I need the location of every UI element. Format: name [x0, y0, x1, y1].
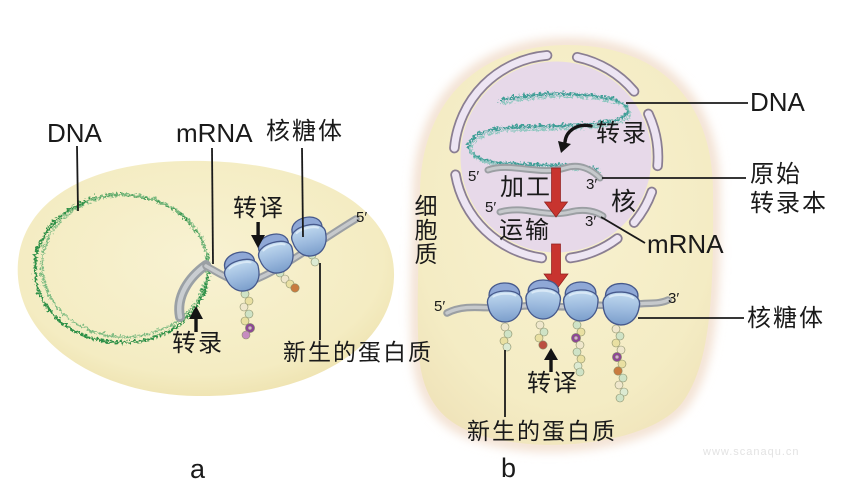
- translation-arrow-b: [544, 348, 558, 372]
- transport-arrow: [543, 243, 569, 291]
- label-transcription-a: 转录: [172, 330, 224, 357]
- label-cytoplasm-b: 细胞质: [411, 194, 437, 266]
- rna-polymerase-site: [174, 260, 211, 322]
- label-transcript-three-prime: 3′: [586, 176, 598, 193]
- mrna-strand-nucleus: [496, 206, 607, 220]
- label-ribosome-a: 核糖体: [266, 118, 344, 145]
- label-ribosome-b: 核糖体: [747, 305, 825, 332]
- primary-transcript-strand: [484, 162, 604, 182]
- label-polysome-three-prime: 3′: [668, 290, 680, 307]
- transcription-arrow: [558, 123, 593, 153]
- caption-b: b: [501, 453, 517, 483]
- label-polysome-five-prime: 5′: [434, 298, 446, 315]
- label-transport-b: 运输: [499, 217, 551, 244]
- processing-arrow: [543, 167, 569, 218]
- label-five-prime-a: 5′: [356, 209, 368, 226]
- arrows-a: [189, 222, 265, 332]
- watermark: www.scanaqu.cn: [703, 446, 800, 458]
- label-mrna-three-prime: 3′: [585, 213, 597, 230]
- label-transcription-b: 转录: [596, 120, 648, 147]
- label-dna-b: DNA: [750, 87, 805, 117]
- label-nascent-protein-a: 新生的蛋白质: [283, 339, 433, 365]
- pointer-lines-b: [504, 102, 748, 417]
- label-primary-transcript-line1: 原始: [750, 161, 802, 188]
- pointer-lines-a: [76, 145, 321, 340]
- protein-chains-b: [499, 320, 629, 403]
- label-mrna-a: mRNA: [176, 118, 253, 148]
- label-translation-b: 转译: [527, 370, 579, 397]
- label-primary-transcript-line2: 转录本: [750, 190, 828, 217]
- nuclear-envelope: [449, 50, 664, 264]
- label-nucleus-b: 核: [611, 188, 639, 216]
- label-nascent-protein-b: 新生的蛋白质: [467, 418, 617, 444]
- caption-a: a: [190, 454, 206, 484]
- label-mrna-five-prime: 5′: [485, 199, 497, 216]
- label-transcript-five-prime: 5′: [468, 168, 480, 185]
- label-processing-b: 加工: [500, 174, 552, 201]
- label-mrna-b: mRNA: [647, 229, 724, 259]
- label-dna-a: DNA: [47, 118, 102, 148]
- label-translation-a: 转译: [233, 195, 285, 222]
- nucleus: [460, 61, 652, 253]
- nuclear-dna: [465, 90, 629, 172]
